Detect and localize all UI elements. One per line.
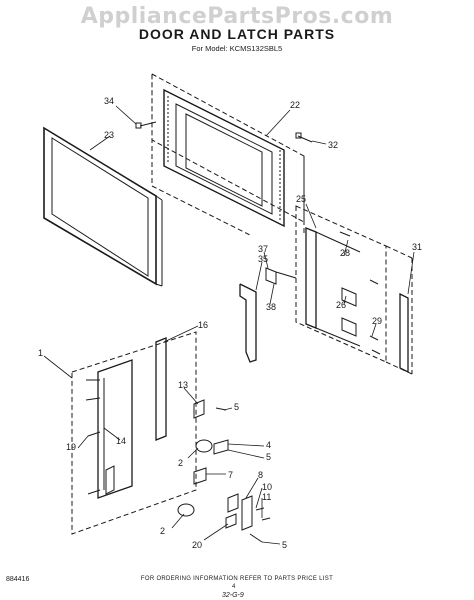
- callout-5-upper: 5: [234, 402, 239, 412]
- callout-16: 16: [198, 320, 208, 330]
- callout-2-lower: 2: [160, 526, 165, 536]
- page-number: 4: [232, 584, 236, 590]
- watermark: AppliancePartsPros.com: [80, 4, 394, 29]
- screw-32: [295, 132, 313, 143]
- callout-28: 28: [340, 248, 350, 258]
- callout-25: 25: [296, 194, 306, 204]
- callout-31: 31: [412, 242, 422, 252]
- callout-numbers: 34 23 22 32 25 31 28 37 35 38 26 29 16 1…: [38, 96, 422, 550]
- latch-bracket: [305, 227, 361, 347]
- callout-32: 32: [328, 140, 338, 150]
- callout-5-lower: 5: [282, 540, 287, 550]
- callout-4: 4: [266, 440, 271, 450]
- callout-34: 34: [104, 96, 114, 106]
- diagram-title: DOOR AND LATCH PARTS: [138, 26, 336, 42]
- latch-lever: [239, 267, 297, 363]
- door-frame: [163, 88, 285, 228]
- sheet-code: 32-G-9: [222, 592, 244, 599]
- latch-bar: [399, 292, 409, 374]
- callout-10: 10: [262, 482, 272, 492]
- switch-actuator: [177, 399, 271, 543]
- callout-1: 1: [38, 348, 43, 358]
- callout-37: 37: [258, 244, 268, 254]
- callout-19: 19: [66, 442, 76, 452]
- callout-8: 8: [258, 470, 263, 480]
- lower-assembly-outline: [71, 331, 197, 535]
- callout-14: 14: [116, 436, 126, 446]
- lower-latch-panel: [97, 337, 167, 499]
- callout-35: 35: [258, 254, 268, 264]
- callout-22: 22: [290, 100, 300, 110]
- door-panel: [43, 126, 163, 287]
- ordering-note: FOR ORDERING INFORMATION REFER TO PARTS …: [140, 576, 334, 582]
- callout-2-upper: 2: [178, 458, 183, 468]
- callout-5-middle: 5: [266, 452, 271, 462]
- latch-assembly-outline: [295, 205, 387, 363]
- screw-34: [135, 121, 157, 129]
- callout-13: 13: [178, 380, 188, 390]
- callout-23: 23: [104, 130, 114, 140]
- callout-29: 29: [372, 316, 382, 326]
- callout-38: 38: [266, 302, 276, 312]
- callout-leaders: [43, 105, 415, 545]
- screw-29: [369, 335, 381, 355]
- screw-28: [339, 231, 379, 285]
- screw-19: [85, 379, 101, 495]
- callout-26: 26: [336, 300, 346, 310]
- document-number: 884416: [6, 576, 30, 583]
- callout-11: 11: [262, 492, 271, 502]
- callout-7: 7: [228, 470, 233, 480]
- model-subtitle: For Model: KCMS132SBL5: [191, 44, 283, 53]
- callout-20: 20: [192, 540, 202, 550]
